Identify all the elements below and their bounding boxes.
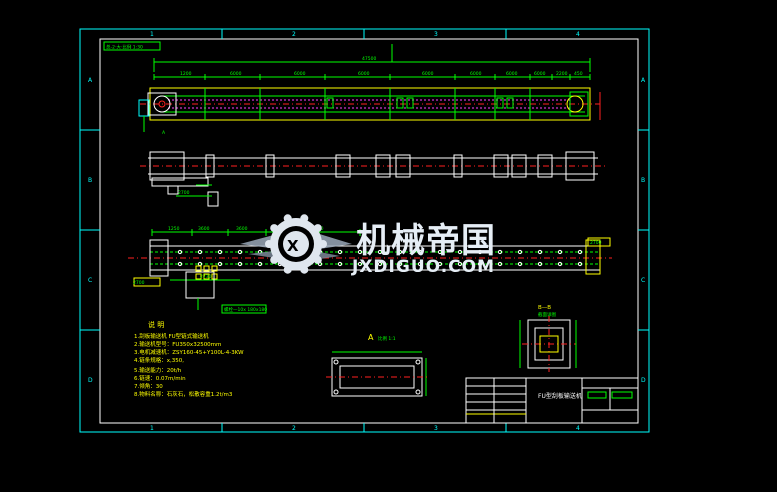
grid-row-d-right: D <box>641 377 646 384</box>
grid-col-4-top: 4 <box>576 31 580 38</box>
segment-dim-5: 6000 <box>422 71 434 77</box>
drawing-name: FU型刮板输送机 <box>538 392 582 400</box>
side-left-dim: 2700 <box>133 280 145 286</box>
side-right-dim: 2700 <box>590 240 602 246</box>
section-a-marker: A <box>162 130 166 136</box>
grid-col-2-top: 2 <box>292 31 296 38</box>
side-dim-2: 3600 <box>198 226 210 232</box>
side-dim-3: 3600 <box>236 226 248 232</box>
grid-row-a-right: A <box>641 77 646 84</box>
stand-left-dim: 2730 <box>200 274 212 280</box>
grid-col-3-bottom: 3 <box>434 425 438 432</box>
grid-col-4-bottom: 4 <box>576 425 580 432</box>
grid-row-c-right: C <box>641 277 645 284</box>
title-block: FU型刮板输送机 <box>465 377 639 424</box>
grid-col-2-bottom: 2 <box>292 425 296 432</box>
side-view: 1250 3600 3600 3600 3600 2700 2730 螺栓—10… <box>128 226 612 314</box>
note-3: 3.电机减速机：ZSY160-45+Y100L-4-3KW <box>134 348 244 356</box>
elevation-view: 47500 1200 6000 6000 6000 6000 6000 6000… <box>138 44 601 136</box>
note-7: 7.倾角：30 <box>134 382 163 390</box>
plan-side-dim: 2700 <box>178 190 190 196</box>
note-1: 1.刮板输送机 FU型链式输送机 <box>134 332 209 340</box>
drawing-frame <box>79 28 650 433</box>
segment-dim-6: 6000 <box>470 71 482 77</box>
grid-col-1-bottom: 1 <box>150 425 154 432</box>
section-b-detail: B—B 截面详图 <box>519 305 577 372</box>
segment-dim-1: 1200 <box>180 71 192 77</box>
segment-dim-9: 2200 <box>556 71 568 77</box>
note-8: 8.物料名称：石灰石，松散容重1.2t/m3 <box>134 390 233 398</box>
note-2: 2.输送机型号：FU350x32500mm <box>134 340 221 348</box>
grid-row-d-left: D <box>88 377 93 384</box>
watermark-cn: 机械帝国 <box>356 221 496 261</box>
note-5: 5.输送能力：20t/h <box>134 366 182 374</box>
notes-block: 说 明 1.刮板输送机 FU型链式输送机 2.输送机型号：FU350x32500… <box>134 320 244 398</box>
segment-dim-10: 450 <box>574 71 583 77</box>
title-tag-box <box>103 41 161 51</box>
grid-row-c-left: C <box>88 277 92 284</box>
svg-text:X: X <box>287 237 299 255</box>
notes-heading: 说 明 <box>148 320 164 329</box>
plan-view: 2700 <box>140 151 606 207</box>
grid-col-3-top: 3 <box>434 31 438 38</box>
segment-dim-2: 6000 <box>230 71 242 77</box>
section-b-title: B—B <box>538 305 551 311</box>
segment-dim-3: 6000 <box>294 71 306 77</box>
title-tag: 总-2·大·比例 1:30 <box>106 44 143 51</box>
note-4: 4.链条规格：x,350, <box>134 356 184 364</box>
overall-length-dim: 47500 <box>362 56 376 62</box>
segment-dim-7: 6000 <box>506 71 518 77</box>
section-a-title: A <box>368 333 374 342</box>
grid-row-a-left: A <box>88 77 93 84</box>
section-a-detail: A 比例 1:1 <box>326 333 428 397</box>
segment-dim-4: 6000 <box>358 71 370 77</box>
grid-row-b-left: B <box>88 177 92 184</box>
side-dim-1: 1250 <box>168 226 180 232</box>
section-a-sub: 比例 1:1 <box>378 335 396 342</box>
stand-label: 螺栓—10x 180x180 <box>224 306 267 313</box>
watermark-en: JXDIGUO.COM <box>351 257 495 277</box>
note-6: 6.链速：0.07m/min <box>134 374 186 382</box>
segment-dim-8: 6000 <box>534 71 546 77</box>
grid-col-1-top: 1 <box>150 31 154 38</box>
grid-row-b-right: B <box>641 177 645 184</box>
section-b-sub: 截面详图 <box>538 311 556 318</box>
watermark-logo: X <box>240 214 352 274</box>
